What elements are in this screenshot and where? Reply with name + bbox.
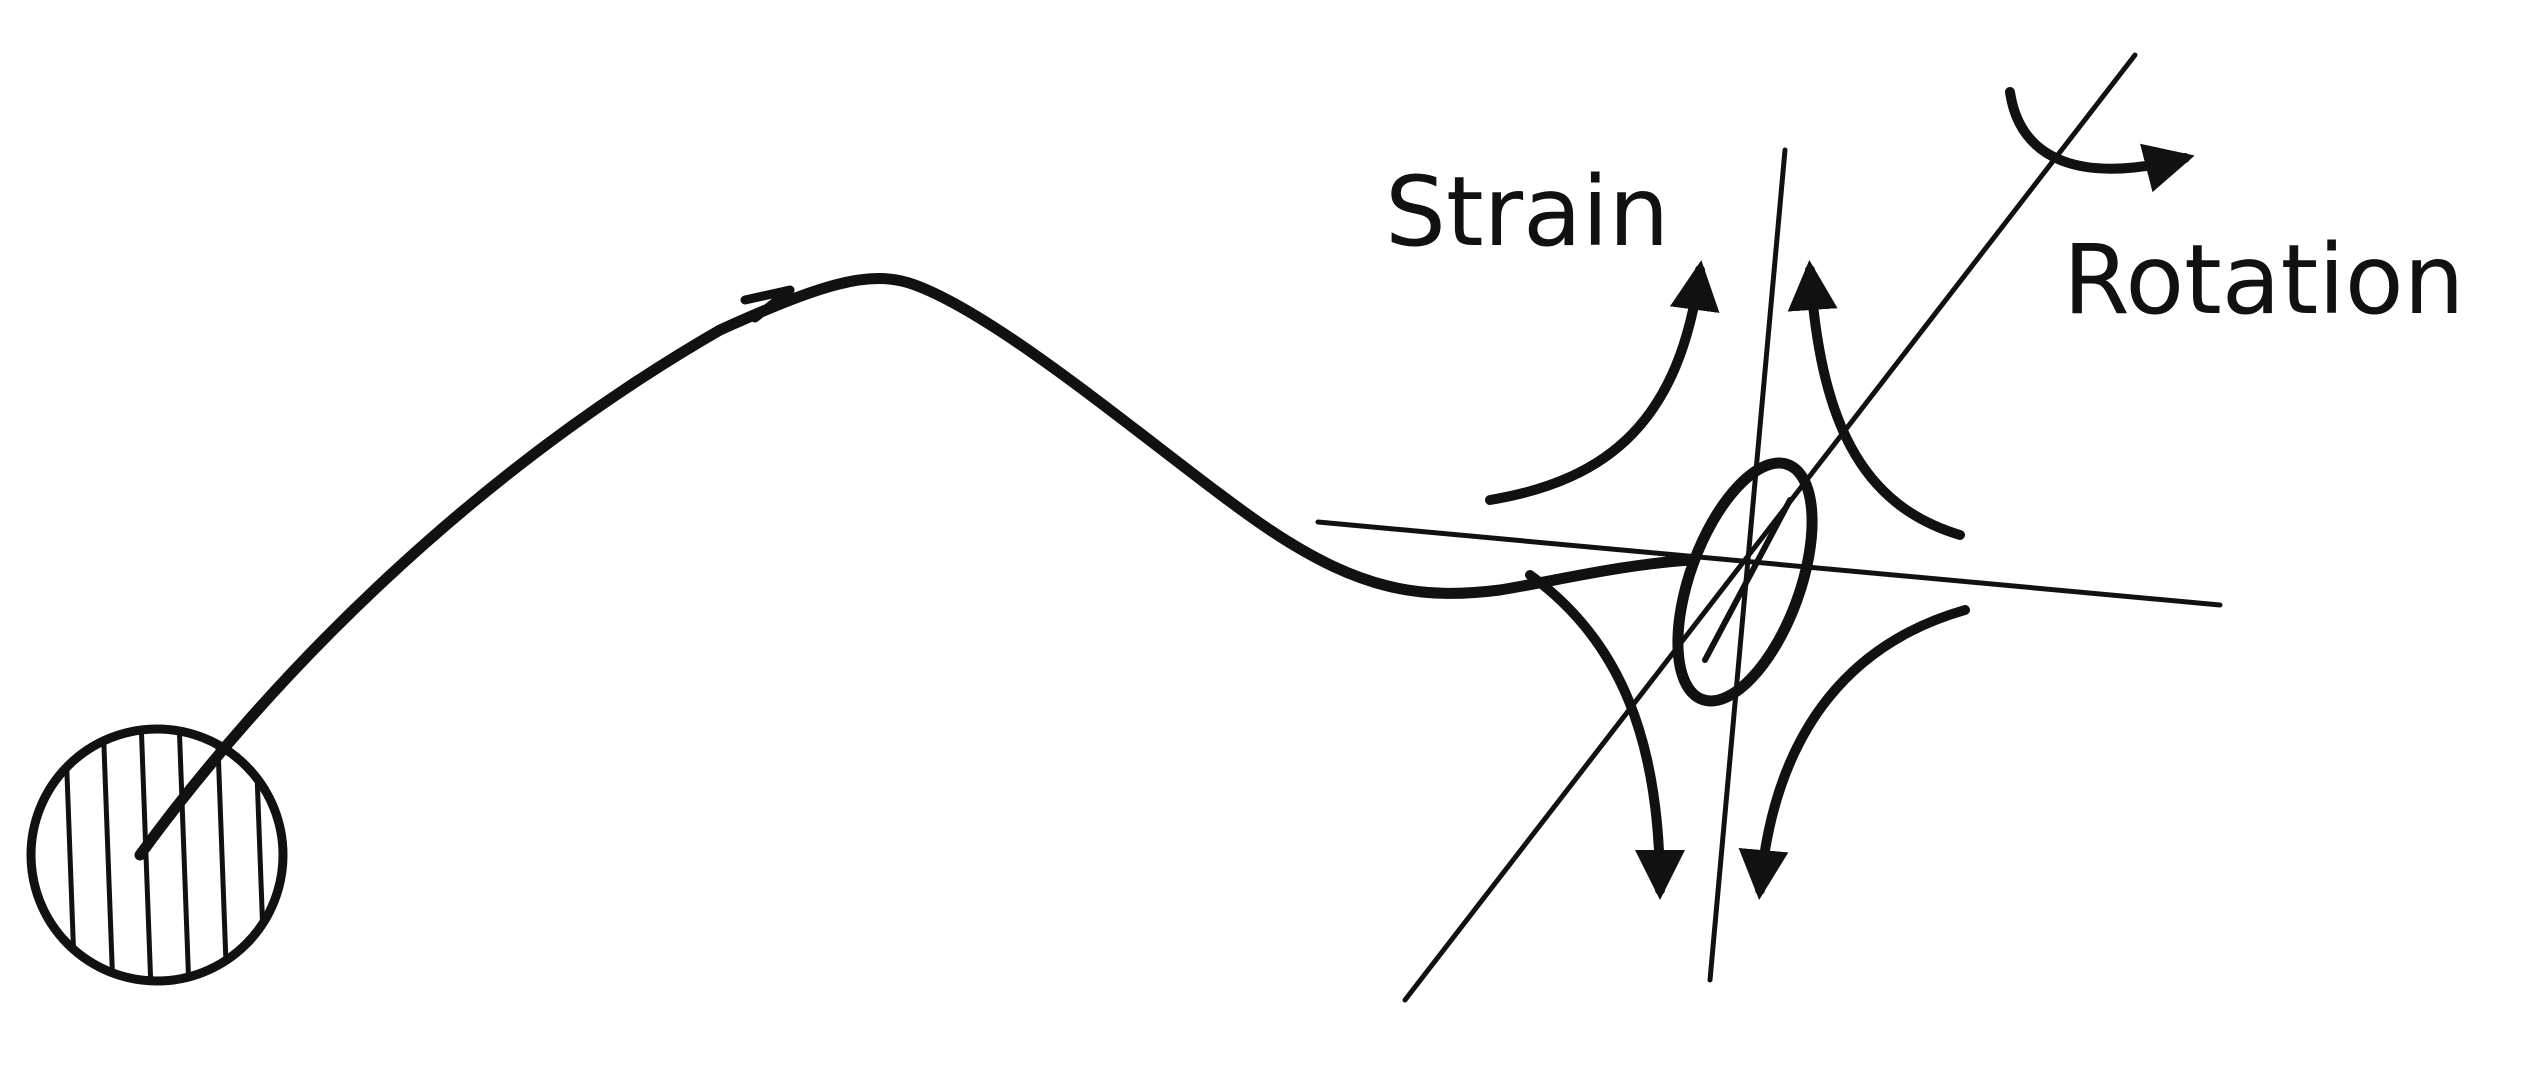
rotation-label: Rotation xyxy=(2063,224,2464,336)
trajectory-curve xyxy=(134,273,1696,861)
rotation-arrow xyxy=(2005,87,2195,193)
strain-label: Strain xyxy=(1385,156,1669,268)
horizontal-axis xyxy=(1315,519,2223,608)
fluid-element-ellipse xyxy=(1672,457,1818,707)
strain-arrows xyxy=(1485,260,1970,900)
vertical-axis xyxy=(1707,147,1788,983)
strain-arrow-upper-left xyxy=(1485,260,1720,505)
strain-arrow-lower-right xyxy=(1738,605,1970,900)
strain-arrow-upper-right xyxy=(1787,260,1965,540)
trajectory-arrow xyxy=(740,285,795,323)
source-circle xyxy=(26,724,288,986)
axes xyxy=(1315,52,2223,1003)
strain-arrow-lower-left xyxy=(1525,570,1685,900)
diagonal-axis xyxy=(1402,52,2138,1003)
